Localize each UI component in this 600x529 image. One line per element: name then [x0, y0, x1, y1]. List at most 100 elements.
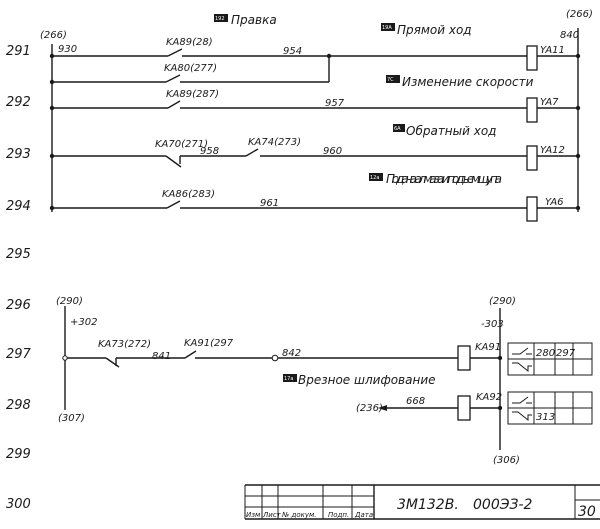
- title-header: Лист: [262, 511, 282, 519]
- row-number: 295: [6, 247, 31, 262]
- coil-label: YA12: [540, 145, 565, 156]
- wire-label: 930: [58, 44, 77, 55]
- nc-contact-symbol: [512, 362, 532, 373]
- source-ref: (236): [356, 403, 383, 414]
- rung-292: KA89(287) 957 YA7: [49, 89, 581, 123]
- svg-text:192: 192: [215, 16, 225, 22]
- contact-label: KA86(283): [162, 189, 215, 200]
- coil: [526, 145, 538, 171]
- bus-ref: (290): [489, 296, 516, 307]
- wire-label: 842: [282, 348, 301, 359]
- coil: [526, 196, 538, 222]
- svg-text:19A: 19A: [382, 25, 392, 31]
- annotation-text: Подача алмаза и подъем щупа: [386, 172, 502, 186]
- wire-label: 958: [200, 146, 219, 157]
- row-number: 292: [6, 95, 31, 110]
- no-contact: [165, 74, 181, 83]
- bus-ref: (290): [56, 296, 83, 307]
- coil: [457, 395, 471, 421]
- no-contact: [167, 100, 181, 109]
- no-contact-symbol: [512, 396, 532, 404]
- coil-label: YA11: [540, 45, 565, 56]
- wire-label: 961: [260, 198, 279, 209]
- contact-label: KA89(28): [166, 37, 213, 48]
- annotation-izmenenie-skorosti: 7C Изменение скорости: [386, 75, 534, 89]
- row-number: 296: [6, 298, 31, 313]
- no-contact: [167, 48, 183, 57]
- doc-code: 000ЭЗ-2: [473, 497, 533, 513]
- row-number: 298: [6, 398, 31, 413]
- coil-label: KA92: [476, 392, 502, 403]
- row-numbers: 291 292 293 294 295 296 297 298 299 300: [6, 44, 32, 512]
- annotation-obratnyi-hod: 6A Обратный ход: [393, 124, 496, 138]
- row-number: 297: [6, 347, 32, 362]
- rung-298: (236) 668 KA92: [356, 392, 503, 421]
- bus-label: +302: [70, 317, 97, 328]
- function-tag-icon: [283, 374, 297, 382]
- right-bus-ref: (266): [566, 9, 593, 20]
- bus-label: -303: [481, 319, 504, 330]
- contact-table-ka91: 280 297: [507, 342, 593, 376]
- annotation-text: Прямой ход: [397, 23, 472, 37]
- contact-label: KA91(297: [184, 338, 234, 349]
- annotation-pryamoi-hod: 19A Прямой ход: [381, 23, 472, 37]
- contact-label: KA74(273): [248, 137, 301, 148]
- wire-label: 668: [406, 396, 425, 407]
- rung-293: KA70(271) 958 KA74(273) 960 YA12: [49, 137, 581, 171]
- annotation-text: Правка: [231, 13, 277, 27]
- coil: [526, 97, 538, 123]
- row-number: 299: [6, 447, 31, 462]
- contact-label: KA70(271): [155, 139, 208, 150]
- coil: [457, 345, 471, 371]
- function-tag-icon: [214, 14, 228, 22]
- rung-291-branch: KA80(277): [49, 56, 330, 85]
- svg-text:7C: 7C: [387, 77, 394, 83]
- svg-text:313: 313: [536, 412, 555, 423]
- row-number: 294: [6, 199, 31, 214]
- sheet-number: 30: [578, 504, 596, 520]
- row-number: 293: [6, 147, 31, 162]
- contact-label: KA80(277): [164, 63, 217, 74]
- annotation-vreznoe: 17a Врезное шлифование: [283, 373, 436, 387]
- svg-text:12a: 12a: [370, 175, 379, 181]
- title-block: Изм Лист № докум. Подп. Дата 3М132В. 000…: [244, 484, 600, 520]
- title-header: Изм: [246, 511, 261, 519]
- wire-label: 960: [323, 146, 342, 157]
- row-number: 300: [6, 497, 31, 512]
- coil-label: YA6: [545, 197, 564, 208]
- annotation-text: Обратный ход: [406, 124, 496, 138]
- terminal: [271, 354, 279, 362]
- nc-contact-symbol: [512, 411, 532, 422]
- no-contact-symbol: [512, 347, 532, 355]
- annotation-podacha: 12a Подача алмаза и подъем щупа: [369, 172, 502, 186]
- arrow-left-icon: [378, 405, 387, 411]
- rung-291: KA89(28) 954 YA11: [49, 37, 581, 71]
- coil-label: YA7: [540, 97, 559, 108]
- row-number: 291: [6, 44, 31, 59]
- wire-label: 841: [152, 351, 171, 362]
- rung-294: KA86(283) 961 YA6: [49, 189, 581, 222]
- designation: 3М132В.: [397, 497, 459, 513]
- contact-label: KA73(272): [98, 339, 151, 350]
- svg-text:297: 297: [556, 348, 576, 359]
- function-tag-icon: [381, 23, 395, 31]
- bus-ref: (307): [58, 413, 85, 424]
- nc-contact: [105, 357, 120, 368]
- wire-label: 954: [283, 46, 302, 57]
- annotation-text: Изменение скорости: [402, 75, 534, 89]
- function-tag-icon: [386, 75, 400, 83]
- annotation-pravka: 192 Правка: [214, 13, 277, 27]
- nc-contact: [165, 155, 182, 168]
- annotation-text: Врезное шлифование: [298, 373, 436, 387]
- coil: [526, 45, 538, 71]
- svg-text:6A: 6A: [394, 126, 401, 132]
- contact-table-ka92: 313: [507, 391, 593, 425]
- svg-text:17a: 17a: [284, 376, 293, 382]
- function-tag-icon: [369, 173, 383, 181]
- svg-text:280: 280: [536, 348, 555, 359]
- bus-ref: (306): [493, 455, 520, 466]
- wire-label: 957: [325, 98, 345, 109]
- no-contact: [166, 200, 181, 209]
- no-contact: [184, 350, 197, 359]
- coil-label: KA91: [475, 342, 501, 353]
